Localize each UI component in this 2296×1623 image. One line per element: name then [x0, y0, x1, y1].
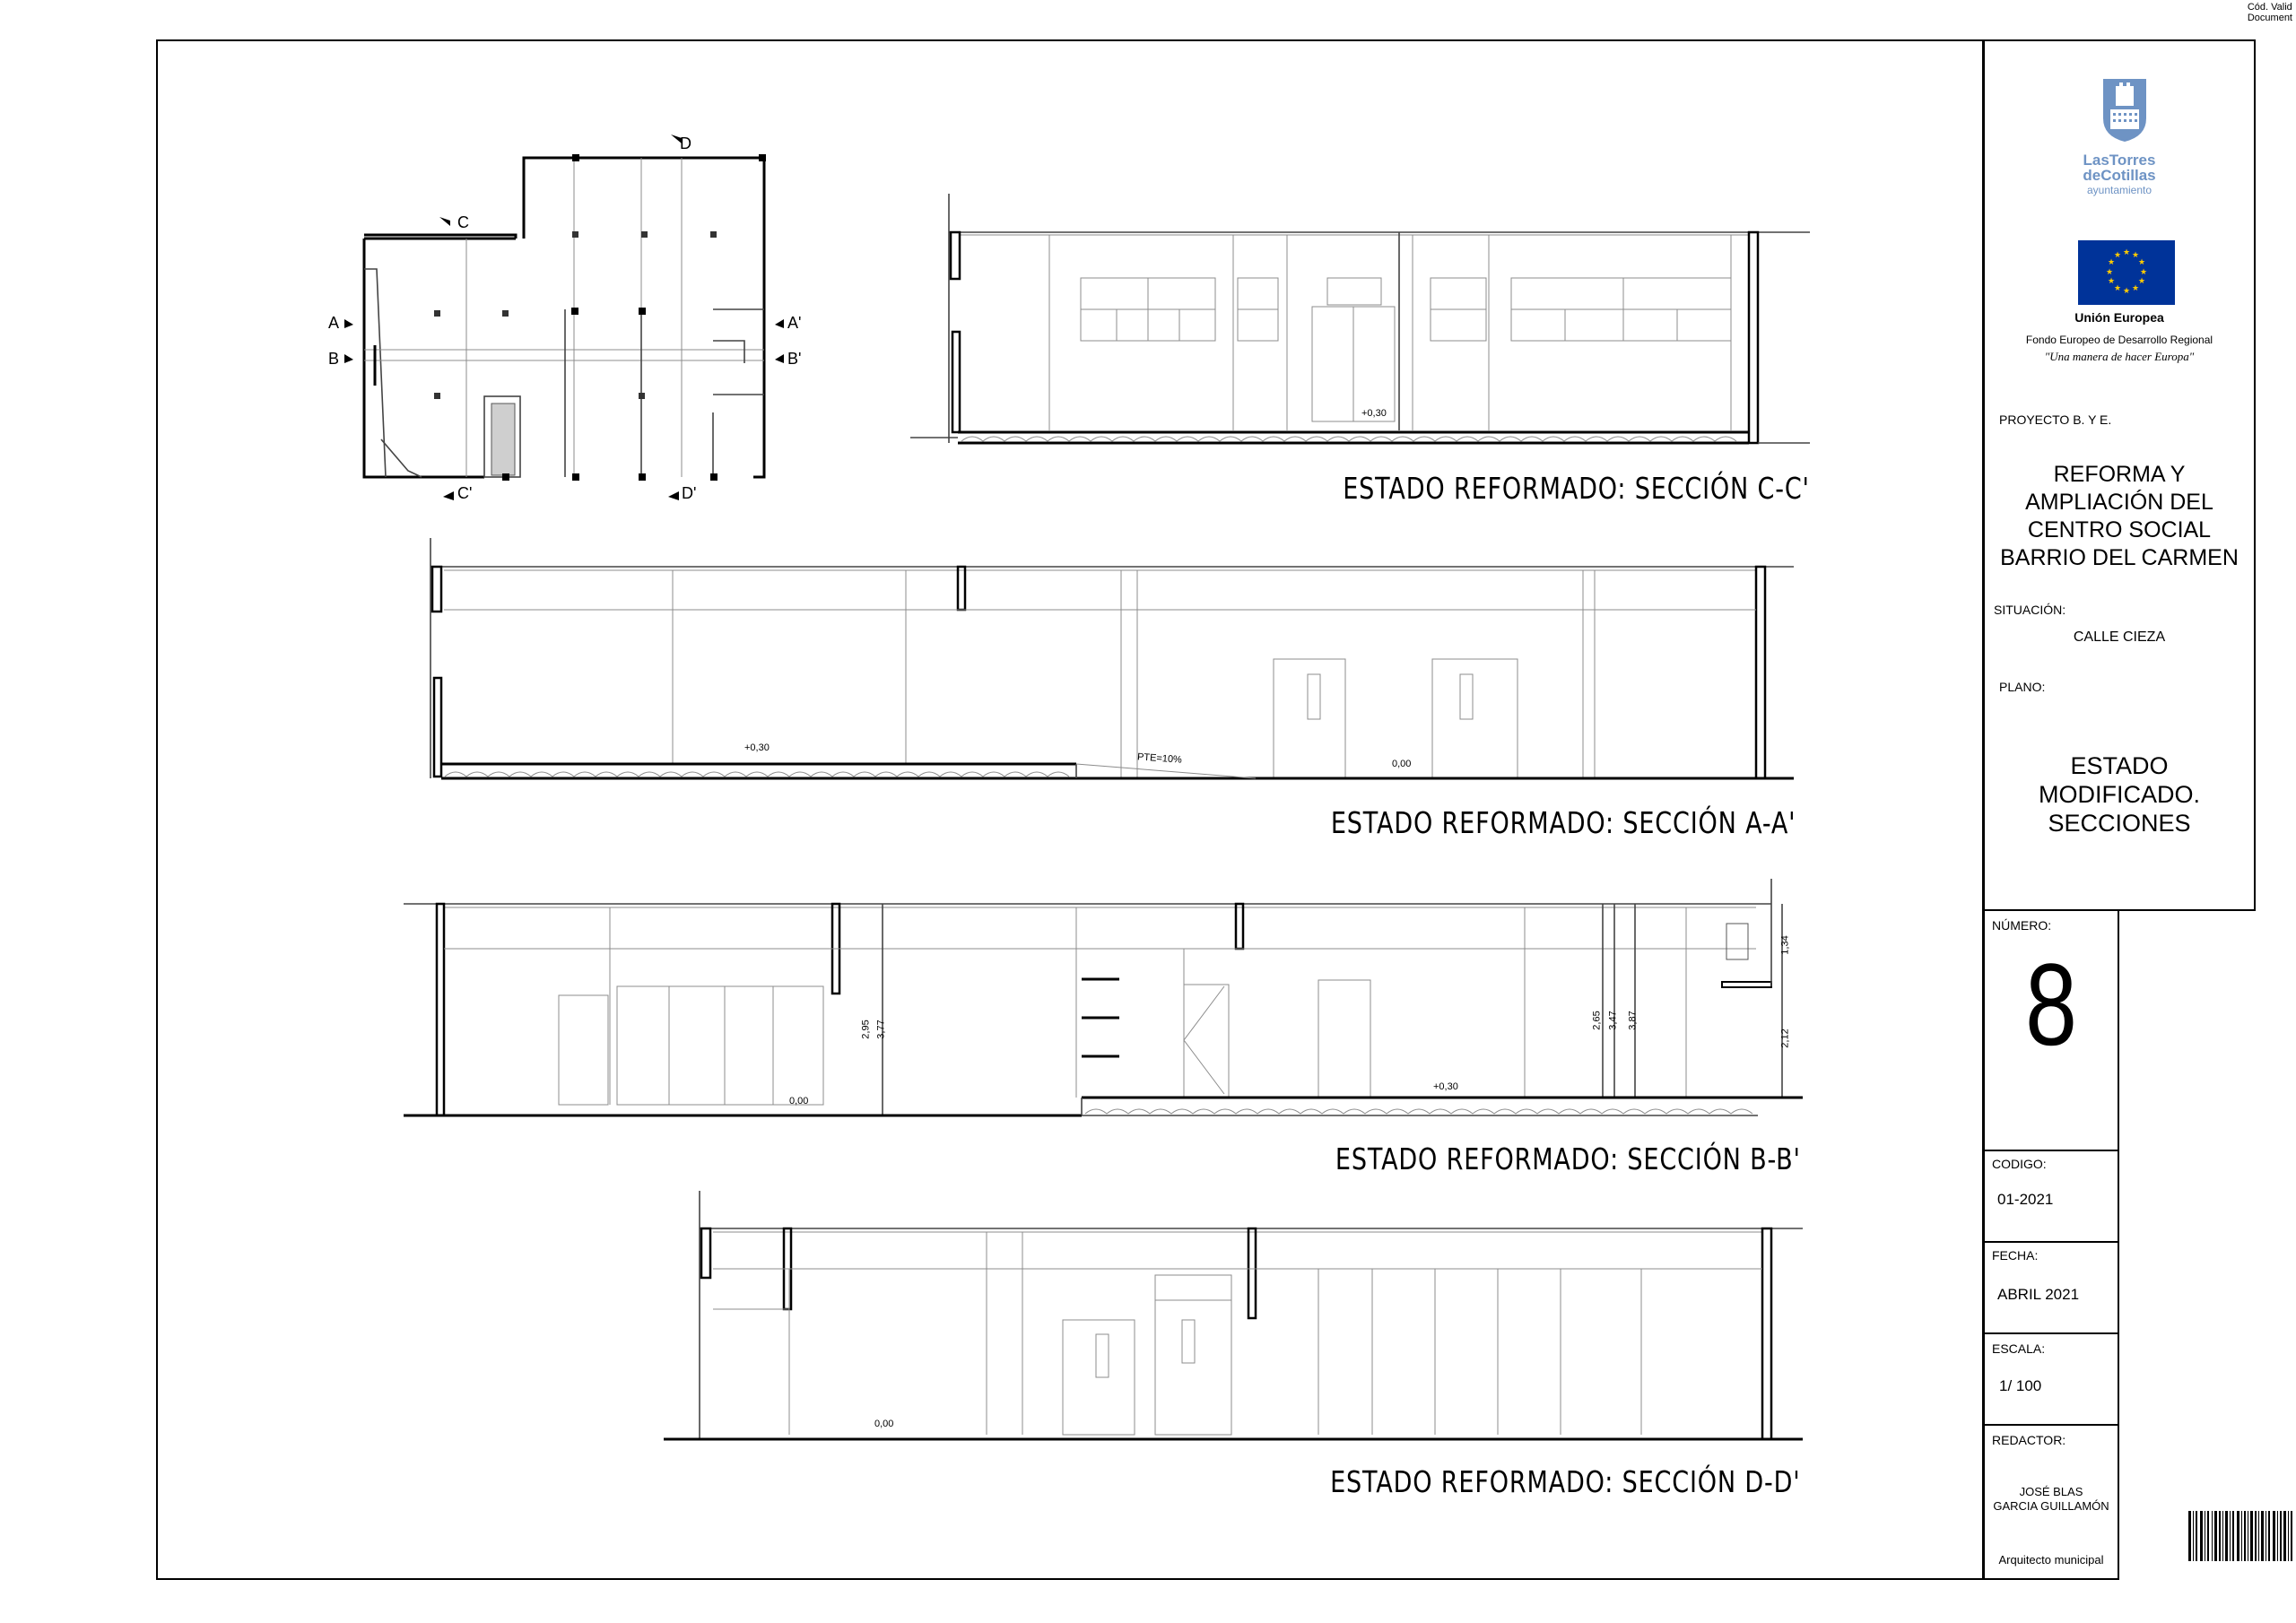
redactor-role: Arquitecto municipal	[1998, 1553, 2104, 1567]
level-aa-low: 0,00	[1392, 759, 1412, 769]
level-cc: +0,30	[1361, 408, 1387, 419]
numero-label: NÚMERO:	[1992, 918, 2052, 933]
sheet-number: 8	[2025, 939, 2077, 1070]
title-block: LasTorres deCotillas ayuntamiento ★★★★ ★…	[1983, 39, 2256, 911]
svg-text:★: ★	[2140, 268, 2147, 277]
svg-text:★: ★	[2123, 287, 2130, 296]
logo-text: LasTorres deCotillas ayuntamiento	[1985, 152, 2254, 198]
dim-134: 1,34	[1779, 935, 1791, 955]
eu-fund: Fondo Europeo de Desarrollo Regional	[2025, 334, 2213, 346]
plan-mark-c: C	[457, 213, 469, 231]
validation-code-note: Cód. Valid Document	[2248, 2, 2292, 23]
section-dd-caption: ESTADO REFORMADO: SECCIÓN D-D'	[1330, 1464, 1801, 1499]
svg-text:★: ★	[2114, 284, 2121, 293]
redactor-line1: JOSÉ BLAS	[2019, 1485, 2083, 1498]
dim-377: 3,77	[875, 1020, 887, 1039]
fecha-value: ABRIL 2021	[1997, 1286, 2080, 1303]
svg-text:★: ★	[2138, 277, 2145, 286]
svg-text:★: ★	[2123, 248, 2130, 257]
redactor-name: JOSÉ BLAS GARCIA GUILLAMÓN	[1985, 1485, 2118, 1514]
barcode-icon	[2188, 1511, 2292, 1561]
section-dd-drawing	[664, 1191, 1803, 1441]
eu-motto: "Una manera de hacer Europa"	[2044, 350, 2195, 363]
plano-label: PLANO:	[1999, 680, 2046, 694]
level-dd: 0,00	[874, 1419, 894, 1429]
level-bb-low: 0,00	[789, 1096, 809, 1107]
logo-name-line3: ayuntamiento	[2086, 184, 2152, 196]
project-title-line2: AMPLIACIÓN DEL	[2025, 490, 2213, 515]
dim-347: 3,47	[1607, 1011, 1619, 1030]
separator-1	[1985, 1150, 2118, 1151]
project-title-line4: BARRIO DEL CARMEN	[2000, 545, 2239, 570]
svg-text:★: ★	[2108, 277, 2115, 286]
plan-mark-b-prime: B'	[787, 350, 802, 368]
dim-212: 2,12	[1779, 1028, 1791, 1048]
plan-mark-d: D	[680, 135, 691, 152]
codigo-label: CODIGO:	[1992, 1157, 2047, 1171]
project-title-line1: REFORMA Y	[2053, 462, 2186, 487]
situacion-value: CALLE CIEZA	[2073, 629, 2166, 645]
escala-label: ESCALA:	[1992, 1341, 2046, 1356]
project-label: PROYECTO B. Y E.	[1999, 412, 2112, 427]
level-bb-high: +0,30	[1433, 1081, 1458, 1092]
plan-mark-a-prime: A'	[787, 314, 802, 332]
svg-text:★: ★	[2132, 251, 2139, 260]
plan-mark-a: A	[328, 314, 340, 332]
svg-text:★: ★	[2108, 258, 2115, 267]
codigo-value: 01-2021	[1997, 1191, 2054, 1208]
logo-name-line2: deCotillas	[2083, 167, 2156, 184]
level-aa-high: +0,30	[744, 742, 770, 753]
escala-value: 1/ 100	[1999, 1377, 2042, 1394]
svg-text:★: ★	[2138, 258, 2145, 267]
sheet-info-block: NÚMERO: 8 CODIGO: 01-2021 FECHA: ABRIL 2…	[1983, 911, 2119, 1580]
svg-text:★: ★	[2114, 251, 2121, 260]
dim-387: 3,87	[1627, 1011, 1639, 1030]
plano-title: ESTADO MODIFICADO. SECCIONES	[1985, 751, 2254, 838]
eu-name: Unión Europea	[2074, 310, 2164, 325]
situacion-label: SITUACIÓN:	[1994, 603, 2066, 617]
castle-shield-icon	[2100, 74, 2150, 143]
section-aa-caption: ESTADO REFORMADO: SECCIÓN A-A'	[1330, 805, 1796, 840]
separator-3	[1985, 1332, 2118, 1334]
section-aa-drawing	[430, 538, 1794, 780]
plano-line3: SECCIONES	[2048, 810, 2191, 837]
section-bb-caption: ESTADO REFORMADO: SECCIÓN B-B'	[1335, 1141, 1801, 1176]
section-cc-caption: ESTADO REFORMADO: SECCIÓN C-C'	[1343, 471, 1810, 506]
dim-265: 2,65	[1591, 1011, 1603, 1030]
plano-line1: ESTADO	[2070, 752, 2169, 779]
plan-mark-d-prime: D'	[682, 484, 697, 502]
section-bb-drawing	[404, 879, 1803, 1117]
project-title-line3: CENTRO SOCIAL	[2027, 517, 2212, 542]
plano-line2: MODIFICADO.	[2039, 781, 2200, 808]
plan-mark-c-prime: C'	[457, 484, 473, 502]
redactor-line2: GARCIA GUILLAMÓN	[1993, 1499, 2109, 1513]
separator-4	[1985, 1424, 2118, 1426]
validation-code-line1: Cód. Valid	[2247, 2, 2292, 13]
separator-2	[1985, 1241, 2118, 1243]
section-cc-drawing	[910, 194, 1810, 445]
validation-code-line2: Document	[2247, 13, 2292, 23]
dim-295: 2,95	[860, 1020, 872, 1039]
logo-name-line1: LasTorres	[2083, 152, 2156, 169]
svg-text:★: ★	[2106, 268, 2113, 277]
fecha-label: FECHA:	[1992, 1248, 2039, 1263]
eu-flag-icon: ★★★★ ★★★★ ★★★★	[2078, 240, 2175, 305]
floor-plan	[344, 135, 784, 500]
plan-mark-b: B	[328, 350, 340, 368]
project-title: REFORMA Y AMPLIACIÓN DEL CENTRO SOCIAL B…	[1985, 461, 2254, 572]
redactor-label: REDACTOR:	[1992, 1433, 2066, 1447]
svg-text:★: ★	[2132, 284, 2139, 293]
